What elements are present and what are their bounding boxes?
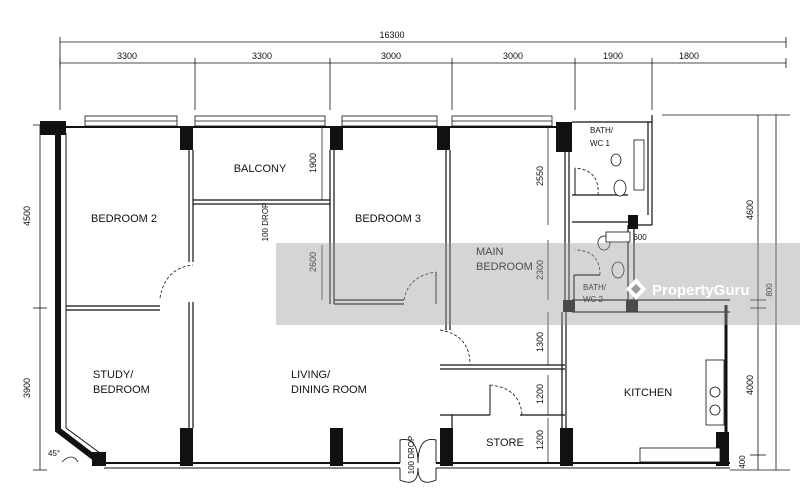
left-dim-1: 4500 [22,206,32,226]
door-leaves [435,168,576,415]
room-store: STORE [486,437,524,449]
room-main-bedroom-line-2: BEDROOM [476,261,533,273]
left-dimensions [33,124,47,471]
dim-main-2550: 2550 [535,166,545,186]
right-dimensions [662,114,790,471]
top-dimensions [59,37,787,110]
total-width-label: 16300 [379,30,404,40]
room-kitchen: KITCHEN [624,387,672,399]
room-bedroom-2: BEDROOM 2 [91,213,157,225]
top-dim-6: 1800 [679,51,699,61]
drop-label-balcony: 100 DROP [261,203,270,242]
dim-balcony-1900: 1900 [308,153,318,173]
room-bath-1-line-1: BATH/ [590,126,614,135]
watermark-text: PropertyGuru [652,282,750,299]
propertyguru-logo-icon [626,278,646,300]
room-living-line-2: DINING ROOM [291,384,367,396]
right-dim-800: 800 [765,283,774,297]
dim-1200-a: 1200 [535,384,545,404]
drop-label-entrance: 100 DROP [407,436,416,475]
top-dim-3: 3000 [381,51,401,61]
kitchen-fixtures [639,359,725,463]
room-bath-2-line-2: WC 2 [583,295,604,304]
room-study-line-2: BEDROOM [93,384,150,396]
bath-fixtures [597,139,645,279]
top-dim-4: 3000 [503,51,523,61]
dim-1200-b: 1200 [535,430,545,450]
room-bath-2-line-1: BATH/ [583,283,607,292]
room-bath-1-line-2: WC 1 [590,139,611,148]
dim-main-2300: 2300 [535,260,545,280]
top-dim-1: 3300 [117,51,137,61]
right-dim-4600: 4600 [745,200,755,220]
dim-600: 600 [633,233,647,242]
entrance-door [399,439,437,483]
dim-1300: 1300 [535,332,545,352]
structural-columns [40,121,729,466]
angle-label: 45° [48,449,60,458]
top-dim-2: 3300 [252,51,272,61]
watermark-band [276,243,800,325]
stove-burner-1-icon [709,386,721,398]
angle-arc [61,456,79,463]
left-dim-2: 3900 [22,378,32,398]
toilet-2-icon [611,261,625,279]
stove-burner-2-icon [709,404,721,416]
right-dim-4000: 4000 [745,375,755,395]
sink-1-icon [610,153,622,167]
room-bedroom-3: BEDROOM 3 [355,213,421,225]
right-dim-400: 400 [738,455,747,469]
room-main-bedroom-line-1: MAIN [476,246,504,258]
room-living-line-1: LIVING/ [291,369,331,381]
room-study-line-1: STUDY/ [93,369,134,381]
room-balcony: BALCONY [234,163,287,175]
top-windows [84,115,553,127]
top-dim-5: 1900 [603,51,623,61]
toilet-1-icon [613,179,627,197]
door-swings [159,167,601,416]
interior-dimension-lines [321,128,549,463]
dim-bed3-2600: 2600 [308,252,318,272]
